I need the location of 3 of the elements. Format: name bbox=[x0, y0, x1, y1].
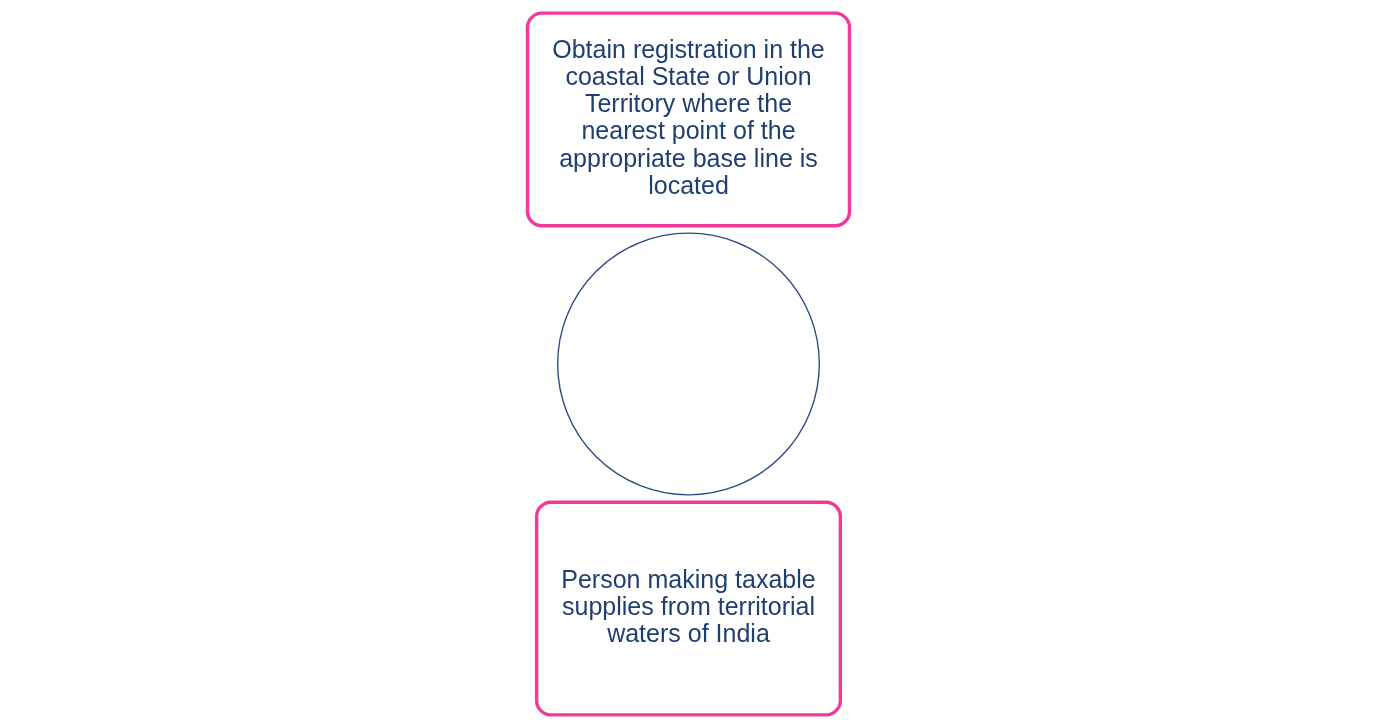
node-box: Obtain registration in the coastal State or Union Territory where the nearest point of the appropriate base line is located bbox=[525, 11, 852, 228]
node-box: Person making taxable supplies from territorial waters of India bbox=[534, 500, 843, 717]
node-circle bbox=[557, 232, 820, 496]
